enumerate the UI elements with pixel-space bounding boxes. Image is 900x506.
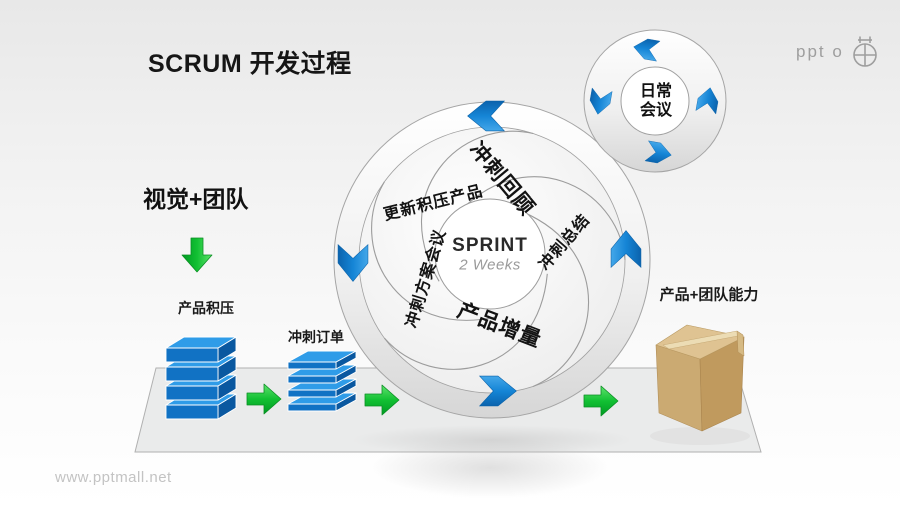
- daily-center-circle: [620, 66, 690, 136]
- vision-team-label: 视觉+团队: [143, 186, 249, 212]
- stack-slab: [287, 350, 357, 370]
- deliverable-box: [655, 324, 745, 432]
- sprint-center-title: SPRINT: [452, 235, 528, 256]
- daily-meeting-line1: 日常: [639, 83, 673, 100]
- box-shadow: [650, 427, 750, 445]
- pptmall-logo: ppt o: [796, 34, 881, 70]
- watermark: www.pptmall.net: [55, 469, 172, 486]
- logo-crosshair-icon: [853, 36, 877, 67]
- circle-reflection: [372, 438, 608, 498]
- sprint-cycle-wheel: [333, 100, 651, 419]
- box-tape-tab: [736, 330, 745, 357]
- sprint-center-circle: [434, 198, 546, 310]
- product-backlog-label: 产品积压: [178, 300, 234, 316]
- sprint-center-subtitle: 2 Weeks: [459, 256, 521, 274]
- daily-meeting-line2: 会议: [639, 102, 673, 119]
- daily-meeting-label: 日常 会议: [640, 82, 672, 120]
- stack-box: [165, 336, 237, 363]
- product-backlog-stack: [165, 336, 237, 420]
- arrow-down-icon: [181, 237, 213, 273]
- logo-text: ppt o: [796, 42, 844, 61]
- sprint-backlog-stack: [287, 350, 357, 412]
- output-capability-label: 产品+团队能力: [659, 286, 759, 304]
- daily-meeting-wheel: [583, 29, 727, 173]
- sprint-backlog-label: 冲刺订单: [288, 329, 344, 345]
- page-title: SCRUM 开发过程: [148, 50, 352, 78]
